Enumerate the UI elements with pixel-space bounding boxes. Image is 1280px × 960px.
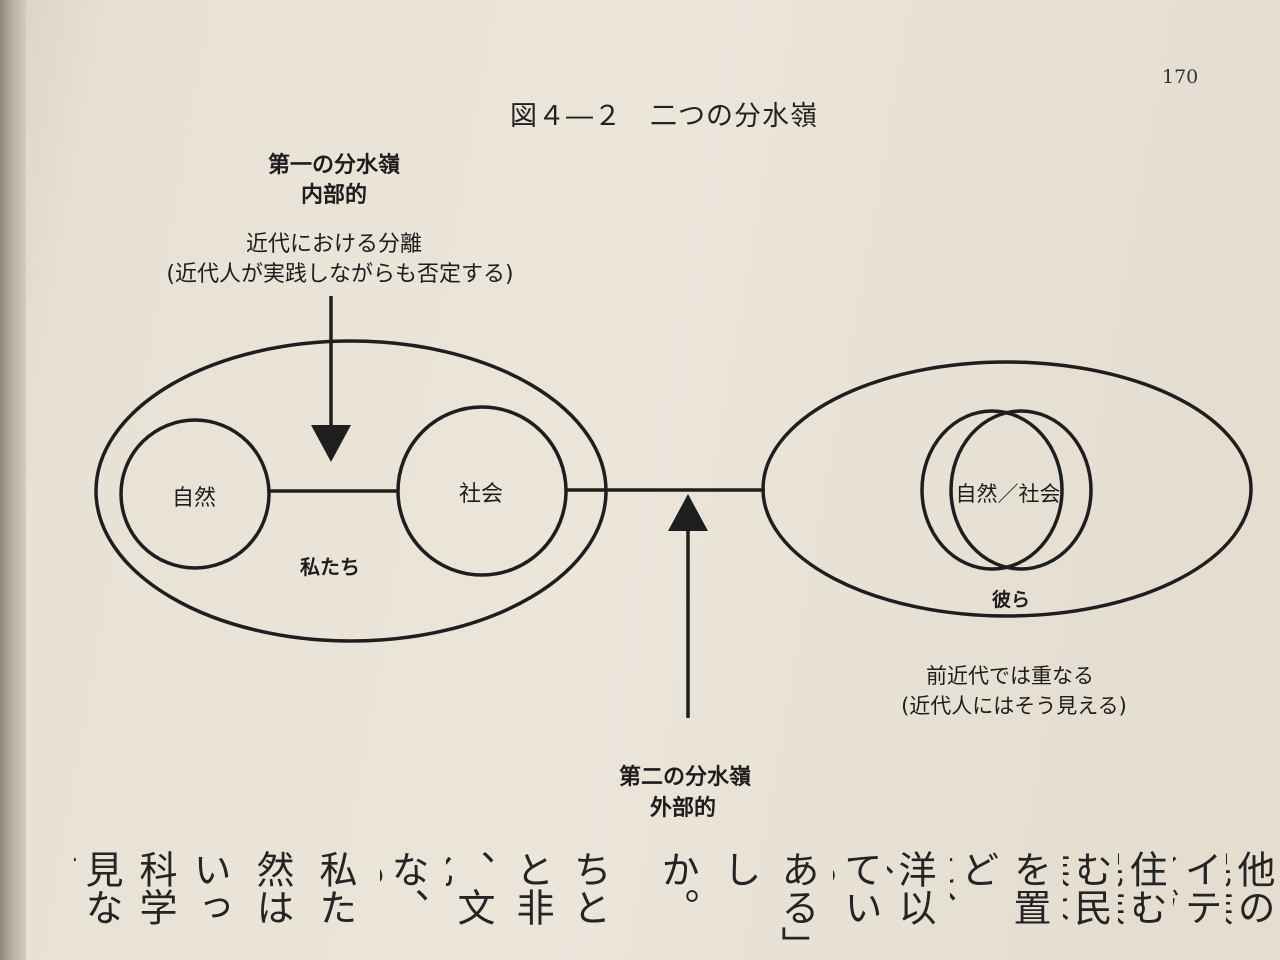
body-text-column: ある」 (775, 850, 818, 960)
them-label: 彼ら (991, 589, 1031, 611)
them-overlap-circle-left (920, 409, 1064, 571)
second-divide-arrowhead (668, 494, 708, 531)
page-number: 170 (1162, 66, 1199, 88)
nature-label: 自然 (171, 486, 217, 511)
body-text-column: 住む民族 (1118, 850, 1166, 926)
first-divide-note-line1: 近代における分離 (245, 232, 423, 257)
first-divide-arrowhead (311, 425, 351, 462)
first-divide-note-line2: (近代人が実践しながらも否定する) (166, 262, 514, 287)
page-gutter-shadow (0, 0, 26, 960)
nature-circle (119, 418, 271, 570)
us-label: 私たち (300, 555, 360, 579)
body-text-column: か。 (655, 850, 698, 926)
body-text-column: 科学 (133, 850, 176, 926)
body-text-column: 見なさ (74, 850, 122, 926)
body-text-column: 他の民族 (1226, 850, 1274, 926)
them-overlap-circle-right (949, 409, 1093, 571)
them-outer-ellipse (761, 360, 1253, 618)
first-divide-subtitle: 内部的 (300, 183, 368, 208)
second-divide-subtitle: 外部的 (649, 796, 717, 821)
body-text-column: む民族は (1063, 850, 1111, 926)
them-note-line2: (近代人にはそう見える) (901, 694, 1127, 718)
body-text-column: イティヴ (1173, 850, 1221, 926)
second-divide-title: 第二の分水嶺 (618, 765, 752, 790)
body-text-column: 洋以外 (887, 850, 935, 926)
first-divide-title: 第一の分水嶺 (267, 153, 401, 178)
them-note-line1: 前近代では重なる (926, 664, 1094, 688)
body-text-column: 然は (250, 850, 293, 926)
body-text-column: 、文化 (446, 850, 494, 926)
nature-society-label: 自然／社会 (955, 482, 1061, 506)
body-text-column: な、も (380, 850, 428, 926)
body-text-column: どに、 (950, 850, 998, 926)
body-text-column: ている (833, 850, 881, 926)
body-text-column: 私た (313, 850, 356, 926)
body-text-column: ちと (567, 850, 610, 926)
body-text-column: し (717, 850, 760, 888)
body-text-column: いっ (187, 850, 230, 926)
body-text-column: を置く (1002, 850, 1050, 926)
figure-title: 図４―２ 二つの分水嶺 (510, 101, 818, 132)
body-text-column: と非 (510, 850, 553, 926)
society-label: 社会 (458, 482, 504, 507)
